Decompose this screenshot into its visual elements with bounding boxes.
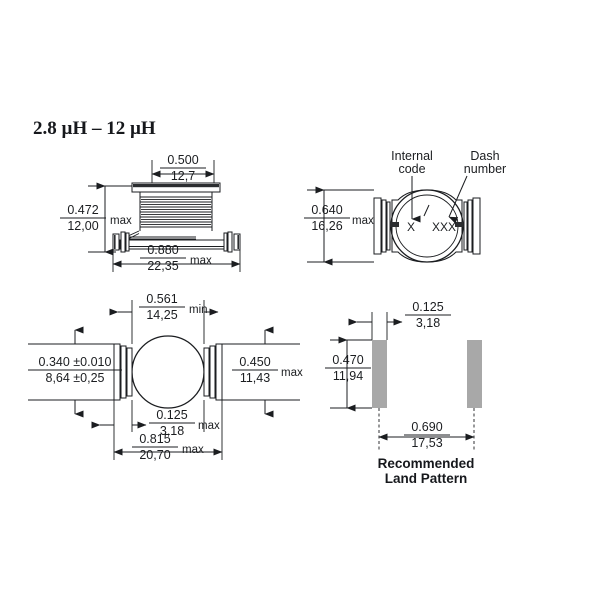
page-title: 2.8 µH – 12 µH <box>33 118 156 139</box>
dim-value-mm: 22,35 <box>147 259 178 273</box>
coil-body-sides <box>139 192 213 231</box>
dim-value-mm: 20,70 <box>139 448 170 462</box>
dim-value-mm: 17,53 <box>411 436 442 450</box>
callout-label-line2: number <box>464 162 506 176</box>
callout-dash-number: Dash number <box>464 149 506 176</box>
dim-value-inch: 0.450 <box>239 355 270 369</box>
dim-suffix: max <box>190 255 212 267</box>
terminal-clip-left <box>373 197 399 255</box>
coil-lead-wire <box>125 230 196 240</box>
marking-internal-code: X <box>407 220 415 234</box>
dim-pad-height: 0.470 11,94 <box>325 353 371 383</box>
coil-top-flange <box>131 182 221 193</box>
dim-value-inch: 0.340 ±0.010 <box>39 355 112 369</box>
dim-suffix: max <box>281 367 303 379</box>
callout-internal-code: Internal code <box>391 149 433 176</box>
coil-top-flange-fill <box>133 184 219 188</box>
dim-value-mm: 3,18 <box>160 424 184 438</box>
dim-value-inch: 0.125 <box>156 408 187 422</box>
bottom-view-drawing <box>28 300 300 460</box>
land-pad-left <box>372 340 387 408</box>
marking-dash-number: XXX <box>432 220 456 234</box>
dim-height-top-view: 0.640 16,26 max <box>304 203 374 233</box>
dim-overall-width-side: 0.880 22,35 max <box>140 243 212 273</box>
land-pattern-drawing <box>330 312 482 452</box>
dim-pad-gap: 0.690 17,53 <box>404 420 450 450</box>
top-view-drawing: X XXX <box>307 175 481 266</box>
dim-value-mm: 12,7 <box>171 169 195 183</box>
side-view-drawing <box>88 160 241 272</box>
coil-windings <box>140 196 212 228</box>
dim-value-inch: 0.690 <box>411 420 442 434</box>
dim-value-inch: 0.561 <box>146 292 177 306</box>
dim-value-inch: 0.640 <box>311 203 342 217</box>
dim-terminal-height-bottom: 0.450 11,43 max <box>232 355 303 385</box>
dim-value-mm: 14,25 <box>146 308 177 322</box>
leader-dash-number <box>448 175 468 224</box>
dim-pad-width: 0.125 3,18 <box>405 300 451 330</box>
caption-line2: Land Pattern <box>385 471 468 486</box>
dim-overall-width-bottom: 0.815 20,70 max <box>132 432 204 462</box>
body-circle <box>131 335 205 409</box>
terminal-clip-left <box>112 231 130 253</box>
dim-body-width-bottom: 0.561 14,25 min <box>139 292 208 322</box>
dim-value-mm: 11,94 <box>333 369 363 383</box>
dim-terminal-width-bottom: 0.125 3,18 max <box>149 408 220 438</box>
dim-value-mm: 16,26 <box>311 219 342 233</box>
dim-value-inch: 0.500 <box>167 153 198 167</box>
callout-label-line2: code <box>398 162 425 176</box>
dim-value-mm: 12,00 <box>67 219 98 233</box>
terminal-clip-left <box>113 343 133 401</box>
orientation-tick <box>423 204 430 217</box>
dim-value-inch: 0.472 <box>67 203 98 217</box>
dim-value-mm: 3,18 <box>416 316 440 330</box>
callout-label-line1: Dash <box>470 149 499 163</box>
dim-suffix: max <box>198 420 220 432</box>
dim-suffix: max <box>352 215 374 227</box>
dim-suffix: max <box>182 444 204 456</box>
dim-body-height-bottom: 0.340 ±0.010 8,64 ±0,25 <box>28 355 122 385</box>
terminal-clip-right <box>203 343 223 401</box>
terminal-clip-right <box>455 197 481 255</box>
dim-value-inch: 0.815 <box>139 432 170 446</box>
dim-value-inch: 0.125 <box>412 300 443 314</box>
dim-suffix: min <box>189 304 208 316</box>
dim-width-top: 0.500 12,7 <box>160 153 206 183</box>
dim-value-inch: 0.470 <box>332 353 363 367</box>
land-pattern-caption: Recommended Land Pattern <box>378 456 475 486</box>
terminal-clip-right <box>223 231 241 253</box>
dim-height-side: 0.472 12,00 max <box>60 203 132 233</box>
dim-value-mm: 8,64 ±0,25 <box>46 371 105 385</box>
dim-value-mm: 11,43 <box>240 371 270 385</box>
caption-line1: Recommended <box>378 456 475 471</box>
land-pad-right <box>467 340 482 408</box>
dim-suffix: max <box>110 215 132 227</box>
callout-label-line1: Internal <box>391 149 433 163</box>
dim-value-inch: 0.880 <box>147 243 178 257</box>
